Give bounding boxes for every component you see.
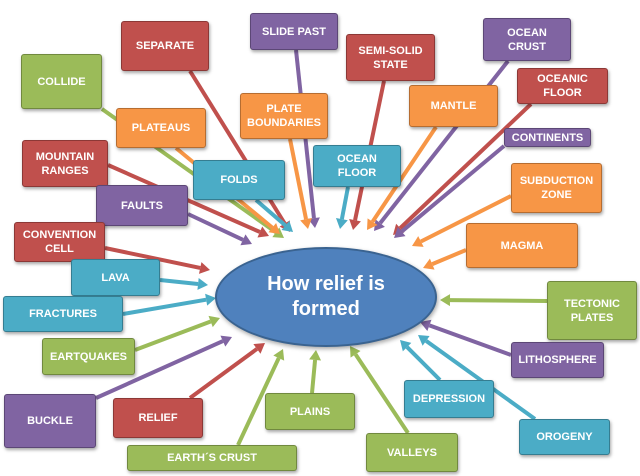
arrow-head <box>400 340 412 352</box>
arrow-line <box>104 246 201 270</box>
node-plate-boundaries: PLATE BOUNDARIES <box>240 93 328 139</box>
arrow-head <box>394 226 406 238</box>
arrow-head <box>197 277 208 290</box>
arrow-line <box>159 278 199 286</box>
arrow-head <box>240 234 252 246</box>
arrow-line <box>254 198 287 227</box>
node-plateaus: PLATEAUS <box>116 108 206 148</box>
node-tectonic-plates: TECTONIC PLATES <box>547 281 637 340</box>
node-eartquakes: EARTQUAKES <box>42 338 135 375</box>
arrow-head <box>418 335 430 346</box>
node-mountain-ranges: MOUNTAIN RANGES <box>22 140 108 187</box>
node-buckle: BUCKLE <box>4 394 96 448</box>
arrow-head <box>273 349 285 361</box>
node-oceanic-floor: OCEANIC FLOOR <box>517 68 608 104</box>
arrow-head <box>309 350 322 361</box>
arrow-head <box>349 218 361 230</box>
arrow-head <box>440 294 451 307</box>
arrow-line <box>431 248 467 266</box>
arrow-head <box>253 343 265 354</box>
arrow-line <box>95 339 224 400</box>
arrow-head <box>350 346 361 358</box>
arrow-line <box>449 298 548 303</box>
arrow-head <box>281 220 293 232</box>
arrow-line <box>405 345 442 382</box>
node-orogeny: OROGENY <box>519 419 610 455</box>
node-subduction-zone: SUBDUCTION ZONE <box>511 163 602 213</box>
node-folds: FOLDS <box>193 160 285 200</box>
arrow-head <box>208 315 220 328</box>
node-semi-solid-state: SEMI-SOLID STATE <box>346 34 435 81</box>
arrow-head <box>268 223 280 234</box>
arrow-line <box>236 357 281 446</box>
arrow-head <box>335 218 348 229</box>
node-valleys: VALLEYS <box>366 433 458 472</box>
arrow-head <box>220 335 232 347</box>
arrow-line <box>353 353 410 435</box>
node-fractures: FRACTURES <box>3 296 123 332</box>
arrow-line <box>188 347 259 400</box>
arrow-line <box>310 359 318 394</box>
node-mantle: MANTLE <box>409 85 498 127</box>
arrow-line <box>187 212 244 242</box>
arrow-line <box>424 339 537 421</box>
arrow-head <box>420 319 432 332</box>
node-slide-past: SLIDE PAST <box>250 13 338 50</box>
node-depression: DEPRESSION <box>404 380 494 418</box>
node-earth-s-crust: EARTH´S CRUST <box>127 445 297 471</box>
arrow-line <box>400 144 506 234</box>
node-lithosphere: LITHOSPHERE <box>511 342 604 378</box>
node-continents: CONTINENTS <box>504 128 591 147</box>
node-separate: SEPARATE <box>121 21 209 71</box>
arrow-head <box>367 218 378 230</box>
arrow-head <box>412 236 424 247</box>
node-plains: PLAINS <box>265 393 355 430</box>
arrow-line <box>420 194 512 244</box>
node-convention-cell: CONVENTION CELL <box>14 222 105 262</box>
arrow-line <box>288 138 309 220</box>
node-magma: MAGMA <box>466 223 578 268</box>
arrow-head <box>423 258 435 270</box>
arrow-head <box>300 218 312 229</box>
node-lava: LAVA <box>71 259 160 296</box>
arrow-head <box>257 226 269 238</box>
arrow-line <box>398 102 533 230</box>
arrow-line <box>134 319 212 352</box>
node-faults: FAULTS <box>96 185 188 226</box>
arrow-line <box>339 186 350 220</box>
node-ocean-floor: OCEAN FLOOR <box>313 145 401 187</box>
node-collide: COLLIDE <box>21 54 102 109</box>
central-concept: How relief is formed <box>215 247 437 347</box>
node-ocean-crust: OCEAN CRUST <box>483 18 571 61</box>
arrow-line <box>122 297 207 316</box>
arrow-head <box>374 219 385 231</box>
node-relief: RELIEF <box>113 398 203 438</box>
arrow-line <box>370 125 438 223</box>
arrow-line <box>428 323 512 357</box>
arrow-head <box>205 293 216 306</box>
arrow-head <box>198 262 210 274</box>
